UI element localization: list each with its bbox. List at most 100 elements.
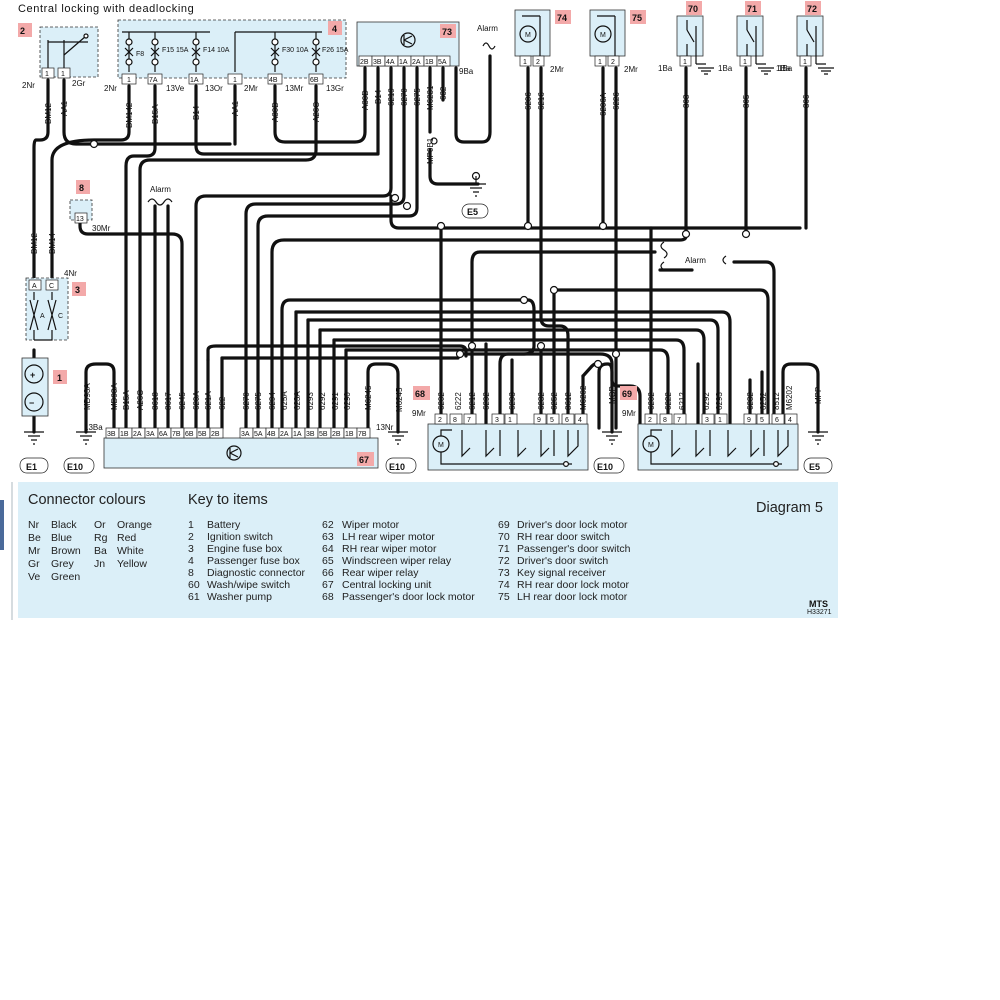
wl-rx-3: 6219 — [387, 88, 396, 106]
m68-motor-symbol: M — [438, 442, 444, 449]
wl-cl: 621A — [204, 391, 213, 410]
m75-pin-1: 1 — [598, 59, 602, 66]
cl-pin: 5B — [319, 431, 328, 438]
m68-pin: 3 — [495, 417, 499, 424]
item-number: 65 — [322, 555, 334, 567]
fuse-f15-label: F15 15A — [162, 47, 189, 54]
wl-m69: 6292 — [702, 392, 711, 410]
item-number: 68 — [322, 591, 334, 603]
wl-m75-1: 6206A — [599, 92, 608, 116]
cl-pin: 3A — [146, 431, 155, 438]
fuse-f26-label: F26 15A — [322, 47, 349, 54]
fuse-mark-5: 13Mr — [285, 84, 304, 93]
wl-m68: 6292 — [482, 392, 491, 410]
fuse-f14: F14 10A — [191, 32, 230, 72]
wl-m68: M6202 — [579, 385, 588, 410]
wl-m68: 6293 — [508, 392, 517, 410]
wl-m69: 6202 — [647, 392, 656, 410]
fuse-pin-4: 1 — [233, 77, 237, 84]
alarm-left: Alarm — [147, 185, 173, 206]
diag-pin: 13 — [76, 216, 84, 223]
m68-pin: 7 — [467, 417, 471, 424]
fuse-f30: F30 10A — [270, 32, 309, 72]
ground-e5-top-label: E5 — [467, 207, 478, 217]
wl-sw72: 306 — [802, 94, 811, 108]
colour-code: Nr — [28, 519, 40, 531]
m74-pin-2: 2 — [536, 59, 540, 66]
key-panel: Connector colours Nr Black Be Blue Mr Br… — [0, 482, 838, 620]
m74-mark: 2Mr — [550, 65, 564, 74]
rx-pin-7: 5A — [438, 59, 447, 66]
alarm-top-label: Alarm — [477, 24, 498, 33]
item-name: Engine fuse box — [207, 543, 283, 555]
item-number: 70 — [498, 531, 510, 543]
wl-cl: MD93A — [110, 383, 119, 410]
efb-pin-c: C — [49, 283, 54, 290]
item-number: 61 — [188, 591, 200, 603]
passengers-door-switch: 71 1 1Ba — [736, 1, 793, 75]
item-name: RH rear door lock motor — [517, 579, 630, 591]
rx-pin-6: 1B — [425, 59, 434, 66]
sw72-pin: 1 — [803, 59, 807, 66]
m69-pin: 2 — [648, 417, 652, 424]
item-name: Key signal receiver — [517, 567, 606, 579]
wl-cl: 623A — [293, 391, 302, 410]
ground-e1: E1 — [19, 431, 49, 474]
item-name: Driver's door lock motor — [517, 519, 628, 531]
cl-pin: 7B — [172, 431, 181, 438]
sw72-mark: 1Ba — [776, 64, 791, 73]
item-number: 4 — [188, 555, 194, 567]
colour-name: Red — [117, 532, 136, 544]
colour-name: Brown — [51, 545, 81, 557]
wl-fuse-5: A30D — [271, 102, 280, 122]
key-signal-receiver: 73 2B 3B 4A 1A 2A 1B 5A 9Ba — [356, 21, 474, 76]
wl-m69: 8512 — [772, 392, 781, 410]
cl-pin: 5B — [198, 431, 207, 438]
item-name: Battery — [207, 519, 241, 531]
m75-mark: 2Mr — [624, 65, 638, 74]
drivers-door-lock-motor: 69 9Mr M — [620, 386, 799, 471]
sw71-mark: 1Ba — [778, 64, 793, 73]
wl-cl: 6293 — [306, 392, 315, 410]
m69-pin: 1 — [718, 417, 722, 424]
wl-cl: 622 — [218, 396, 227, 410]
item-number: 75 — [498, 591, 510, 603]
rx-pin-1: 2B — [360, 59, 369, 66]
item-name: RH rear wiper motor — [342, 543, 437, 555]
item-name: LH rear wiper motor — [342, 531, 435, 543]
wl-fuse-2: B15A — [151, 104, 160, 124]
m69-pin: 4 — [788, 417, 792, 424]
ground-e5-bottom: E5 — [803, 431, 833, 474]
wl-m68: 6252 — [550, 392, 559, 410]
diag-number: 8 — [79, 183, 84, 193]
fuse-pin-3: 1A — [190, 77, 199, 84]
wl-rx-4: 6270 — [400, 88, 409, 106]
alarm-right-label: Alarm — [685, 256, 706, 265]
fuse-mark-3: 13Or — [205, 84, 223, 93]
item-name: Central locking unit — [342, 579, 431, 591]
wl-rx-5: 6275 — [413, 88, 422, 106]
m69-motor-symbol: M — [648, 442, 654, 449]
wl-m68: 6222 — [454, 392, 463, 410]
efb-mark: 4Nr — [64, 269, 77, 278]
svg-text:A: A — [40, 313, 45, 320]
ign-pin-2: 1 — [61, 71, 65, 78]
m74-motor-symbol: M — [525, 32, 531, 39]
wl-m74-1: 6206 — [524, 92, 533, 110]
cl-pin: 6B — [185, 431, 194, 438]
engine-fuse-box: 3 A C 4Nr A C — [25, 269, 86, 341]
ign-mark-1: 2Nr — [22, 81, 35, 90]
fuse-mark-2: 13Ve — [166, 84, 185, 93]
m68-pin: 6 — [565, 417, 569, 424]
ground-e1-label: E1 — [26, 462, 37, 472]
wl-m68: 6212 — [468, 392, 477, 410]
wl-cl: 8618 — [151, 392, 160, 410]
lh-rear-door-lock-motor: 75 M 1 2 2Mr — [589, 9, 646, 74]
fuse-pin-2: 7A — [149, 77, 158, 84]
fuse-f26: F26 15A — [311, 32, 349, 72]
colour-code: Rg — [94, 532, 108, 544]
battery-plus: + — [30, 370, 35, 380]
m69-number: 69 — [622, 389, 632, 399]
item-number: 1 — [188, 519, 194, 531]
ground-e5-bottom-label: E5 — [809, 462, 820, 472]
